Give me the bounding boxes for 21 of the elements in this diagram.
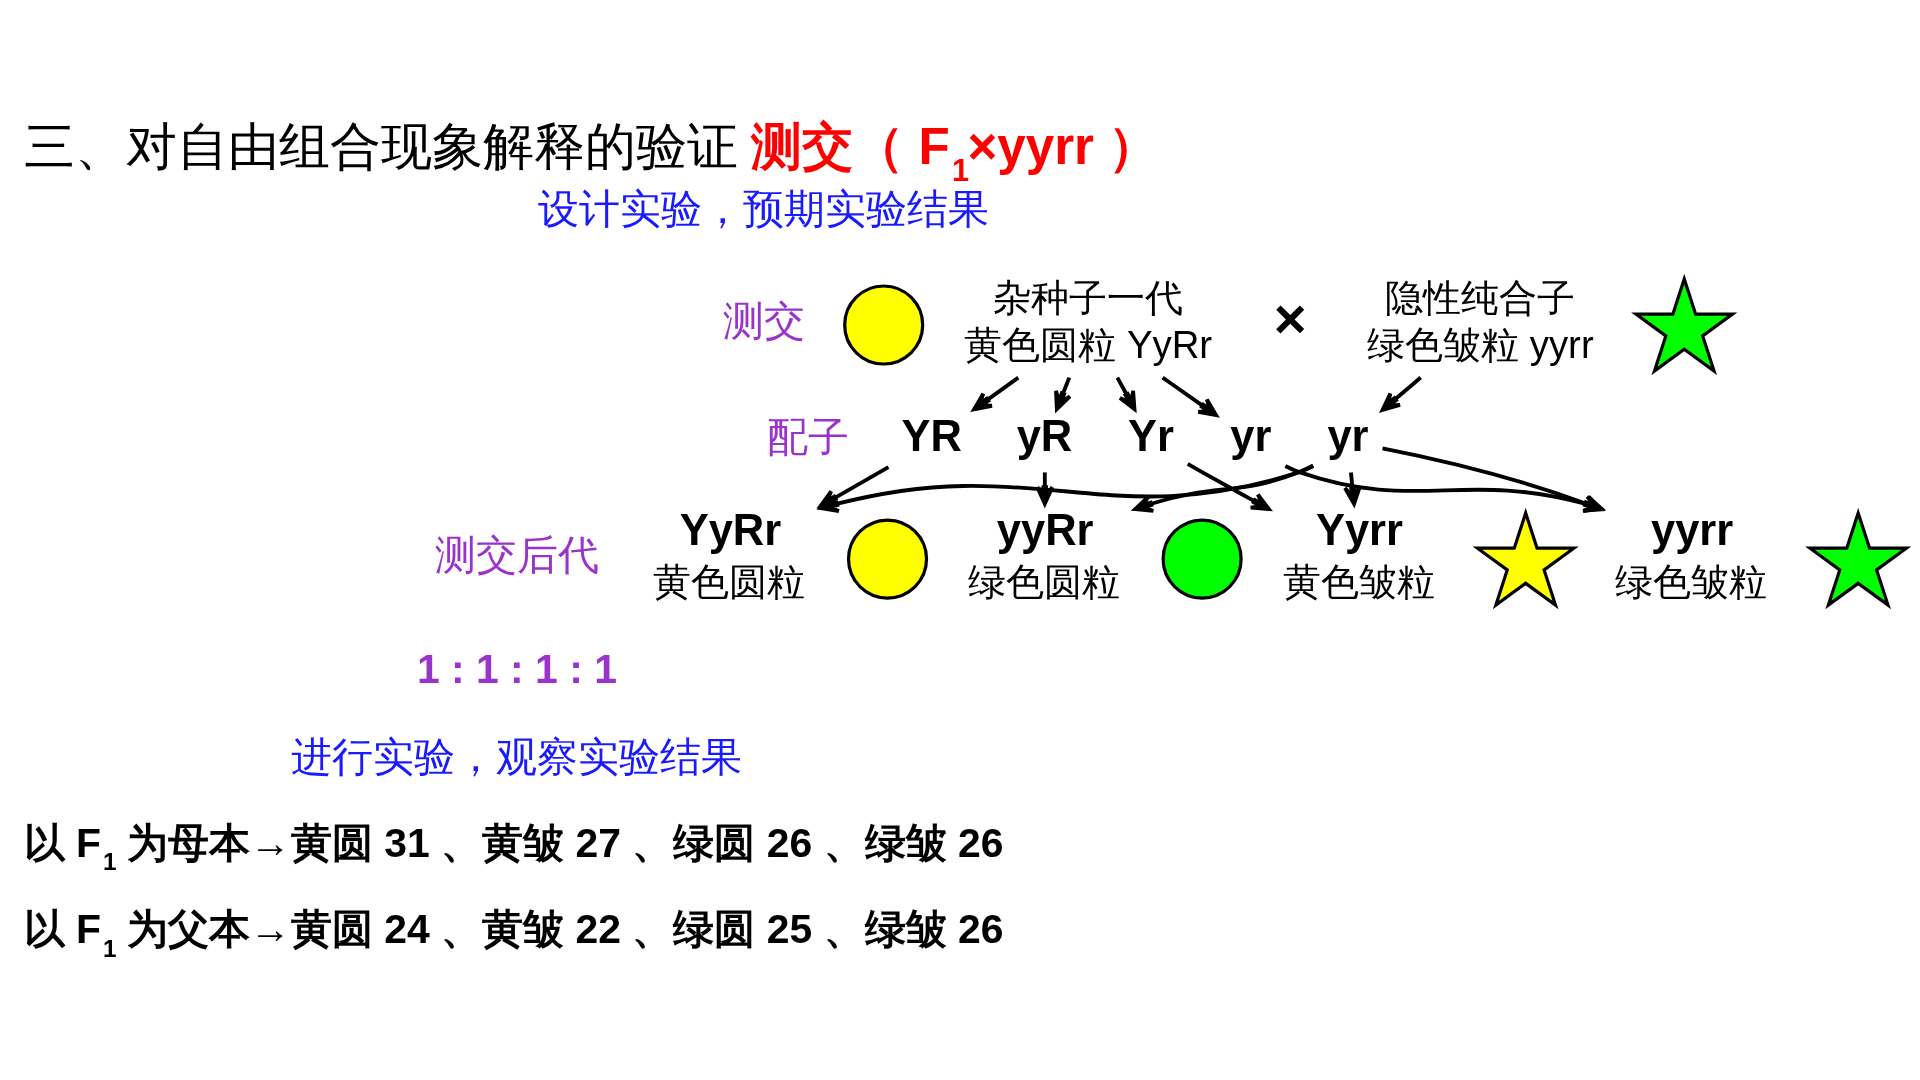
node-text: yR	[1016, 411, 1073, 460]
label: 设计实验，预期实验结果	[537, 185, 989, 232]
node-text: 杂种子一代 黄色圆粒 YyRr	[964, 275, 1213, 366]
node-text: yr	[1327, 411, 1369, 460]
node-text: 隐性纯合子 绿色皱粒 yyrr	[1367, 275, 1594, 366]
label: 进行实验，观察实验结果	[290, 733, 742, 780]
label: 以 F$_{1}$ 为母本→黄圆 31 、黄皱 27 、绿圆 26 、绿皱 26	[23, 819, 1004, 875]
node-text: YR	[901, 411, 962, 460]
label: ×	[1273, 286, 1307, 350]
label: 测交后代	[434, 531, 599, 578]
diagram-title: 三、对自由组合现象解释的验证 测交（ F$_{1}$×yyrr ）	[23, 117, 1160, 188]
label: 测交	[723, 297, 806, 344]
label: 以 F$_{1}$ 为父本→黄圆 24 、黄皱 22 、绿圆 25 、绿皱 26	[23, 905, 1004, 962]
node-text: yr	[1230, 411, 1272, 460]
label: 配子	[766, 413, 849, 460]
label: 1 : 1 : 1 : 1	[416, 645, 617, 692]
node-text: Yr	[1127, 411, 1174, 460]
node-text: Yyrr 黄色皱粒	[1282, 505, 1435, 603]
node-text: YyRr 黄色圆粒	[653, 505, 806, 603]
node-text: yyRr 绿色圆粒	[968, 505, 1121, 603]
node-text: yyrr 绿色皱粒	[1615, 505, 1768, 603]
